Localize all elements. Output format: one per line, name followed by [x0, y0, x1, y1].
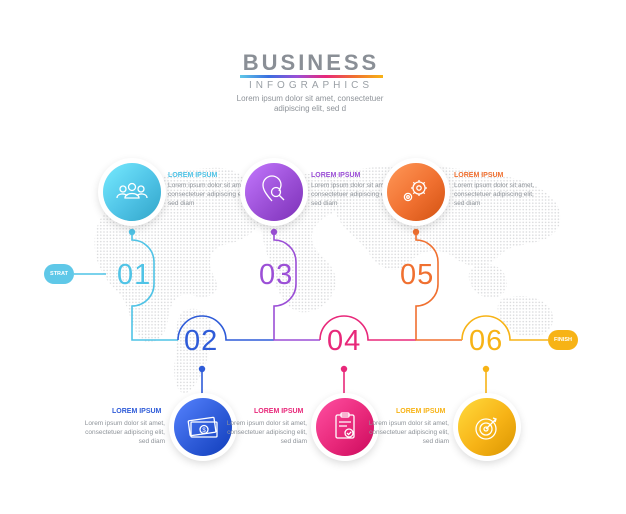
step-1-text: Lorem ipsum dolor sit amet, consectetuer… — [168, 182, 249, 207]
step-1-icon-circle — [103, 163, 161, 221]
step-2-icon-circle: $ — [174, 398, 232, 456]
timeline-connectors — [74, 228, 548, 396]
step-3-connector — [273, 232, 320, 341]
finish-badge: FINISH — [548, 330, 578, 350]
step-2-dot — [198, 365, 206, 373]
step-4-dot — [340, 365, 348, 373]
step-6-connector — [461, 315, 548, 341]
step-5-icon-circle — [387, 163, 445, 221]
step-3-text: Lorem ipsum dolor sit amet, consectetuer… — [311, 182, 392, 207]
step-5-text: Lorem ipsum dolor sit amet, consectetuer… — [454, 182, 535, 207]
step-6-icon-circle — [458, 398, 516, 456]
page-subtitle: INFOGRAPHICS — [248, 80, 374, 91]
svg-text:$: $ — [202, 428, 206, 434]
page-title: BUSINESS — [242, 50, 380, 75]
clipboard-check-icon — [335, 412, 355, 439]
step-3-number: 03 — [259, 259, 294, 291]
start-badge: STRAT — [44, 264, 74, 284]
step-6-text: Lorem ipsum dolor sit amet, consectetuer… — [368, 420, 449, 445]
step-2-text: Lorem ipsum dolor sit amet, consectetuer… — [84, 420, 165, 445]
step-6-number: 06 — [469, 325, 504, 357]
step-4-connector — [319, 315, 416, 341]
step-2-title: LOREM IPSUM — [112, 408, 162, 415]
step-4-icon-circle — [316, 398, 374, 456]
gears-icon — [403, 180, 427, 202]
step-5-dot — [412, 228, 420, 236]
step-3-title: LOREM IPSUM — [311, 172, 361, 179]
step-3-dot — [270, 228, 278, 236]
step-1-connector — [131, 232, 178, 341]
step-6-dot — [482, 365, 490, 373]
step-5-title: LOREM IPSUM — [454, 172, 504, 179]
search-location-icon — [262, 175, 285, 202]
step-4-text: Lorem ipsum dolor sit amet, consectetuer… — [226, 420, 307, 445]
step-1-number: 01 — [117, 259, 152, 291]
step-4-number: 04 — [327, 325, 362, 357]
target-icon — [475, 417, 497, 440]
team-icon — [116, 182, 148, 199]
step-1-title: LOREM IPSUM — [168, 172, 218, 179]
step-4-title: LOREM IPSUM — [254, 408, 304, 415]
title-underline — [240, 75, 383, 78]
step-2-connector — [177, 315, 274, 341]
step-1-dot — [128, 228, 136, 236]
step-2-number: 02 — [184, 325, 219, 357]
money-icon: $ — [187, 416, 218, 438]
title-block: BUSINESS INFOGRAPHICS — [236, 50, 386, 92]
step-5-connector — [415, 232, 462, 341]
step-6-title: LOREM IPSUM — [396, 408, 446, 415]
title-description: Lorem ipsum dolor sit amet, consectetuer… — [236, 94, 384, 113]
step-5-number: 05 — [400, 259, 435, 291]
step-3-icon-circle — [245, 163, 303, 221]
